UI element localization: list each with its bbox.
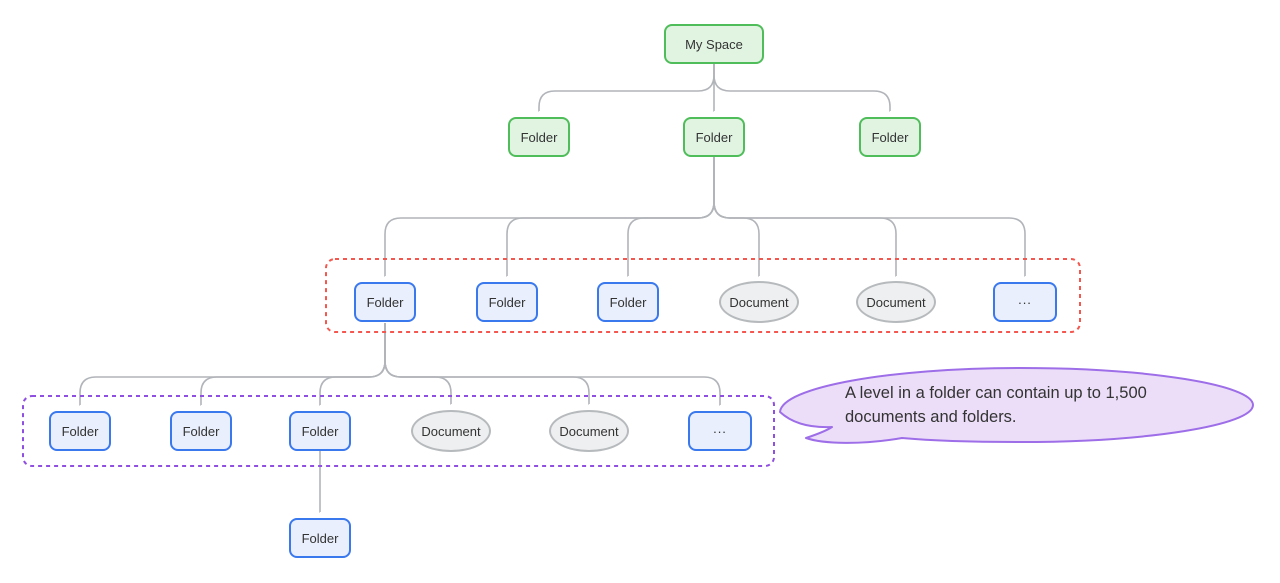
node-more-l3: ...: [993, 282, 1057, 322]
node-folder-l3-1: Folder: [354, 282, 416, 322]
node-label: Document: [729, 294, 789, 310]
node-label: Folder: [366, 294, 404, 310]
node-folder-l5-1: Folder: [289, 518, 351, 558]
node-label: Folder: [520, 129, 558, 145]
callout-bubble: [779, 367, 1254, 444]
node-label: My Space: [685, 36, 743, 52]
node-document-l4-1: Document: [411, 410, 491, 452]
node-document-l4-2: Document: [549, 410, 629, 452]
callout-text: A level in a folder can contain up to 1,…: [845, 384, 1147, 426]
node-folder-l2-1: Folder: [508, 117, 570, 157]
node-label: Folder: [301, 530, 339, 546]
level3-group-red-dashed: [325, 258, 1081, 333]
ellipsis-label: ...: [713, 420, 727, 436]
node-folder-l2-3: Folder: [859, 117, 921, 157]
connector-level2-to-level3: [385, 157, 1026, 276]
node-more-l4: ...: [688, 411, 752, 451]
node-label: Document: [866, 294, 926, 310]
node-label: Folder: [488, 294, 526, 310]
node-folder-l4-2: Folder: [170, 411, 232, 451]
node-document-l3-1: Document: [719, 281, 799, 323]
connector-level3-to-level4: [80, 323, 721, 405]
node-folder-l3-3: Folder: [597, 282, 659, 322]
node-label: Document: [421, 423, 481, 439]
ellipsis-label: ...: [1018, 291, 1032, 307]
node-folder-l3-2: Folder: [476, 282, 538, 322]
node-label: Document: [559, 423, 619, 439]
connector-root-to-level2: [539, 64, 891, 111]
node-my-space: My Space: [664, 24, 764, 64]
node-label: Folder: [695, 129, 733, 145]
node-folder-l2-2: Folder: [683, 117, 745, 157]
node-label: Folder: [182, 423, 220, 439]
node-folder-l4-3: Folder: [289, 411, 351, 451]
node-folder-l4-1: Folder: [49, 411, 111, 451]
node-label: Folder: [301, 423, 339, 439]
node-document-l3-2: Document: [856, 281, 936, 323]
level4-group-purple-dashed: [22, 395, 775, 467]
node-label: Folder: [609, 294, 647, 310]
node-label: Folder: [871, 129, 909, 145]
node-label: Folder: [61, 423, 99, 439]
